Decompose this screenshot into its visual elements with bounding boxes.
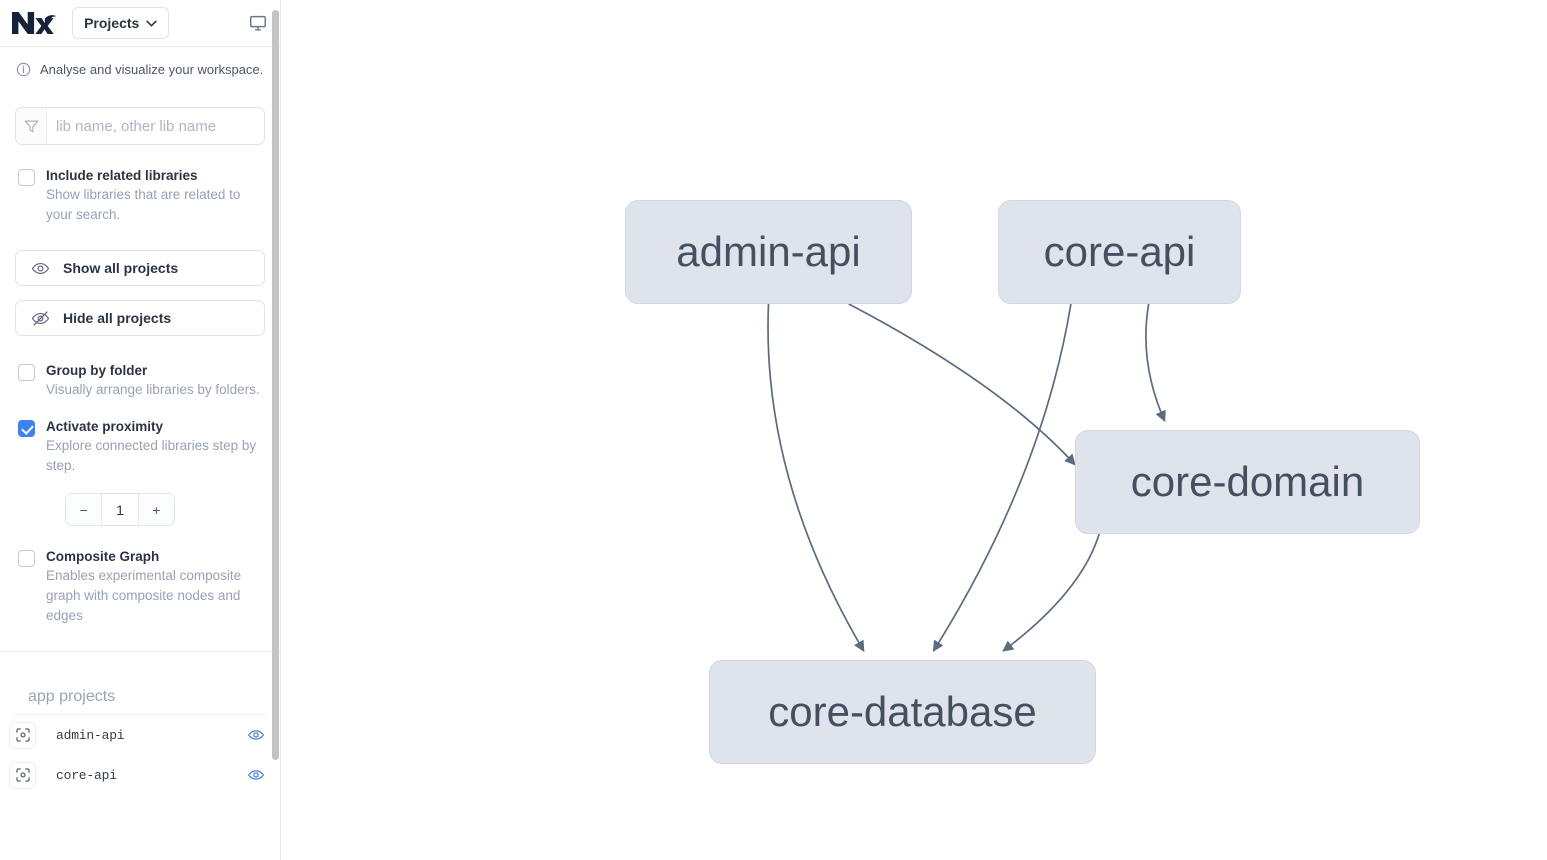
graph-node-label: core-api — [1043, 228, 1196, 275]
project-list-item-core-api[interactable]: core-api — [0, 755, 280, 795]
show-all-projects-label: Show all projects — [63, 260, 179, 276]
option-description: Explore connected libraries step by step… — [46, 438, 257, 473]
option-title: Include related libraries — [46, 168, 198, 183]
monitor-icon — [249, 15, 266, 31]
sidebar-scroll-body: Analyse and visualize your workspace. — [0, 47, 280, 860]
monitor-icon-button[interactable] — [247, 12, 268, 34]
analyse-hint-text: Analyse and visualize your workspace. — [40, 62, 264, 77]
eye-icon — [247, 730, 265, 740]
nx-logo — [12, 12, 57, 34]
checkbox-include-related-libraries[interactable] — [18, 169, 35, 186]
dependency-graph-canvas[interactable]: admin-api core-api core-domain core-databas… — [281, 0, 1547, 860]
project-visibility-toggle[interactable] — [246, 725, 266, 745]
option-include-related-libraries[interactable]: Include related libraries Show libraries… — [15, 167, 265, 225]
proximity-stepper: − 1 + — [65, 493, 175, 526]
proximity-decrement-button[interactable]: − — [66, 494, 102, 525]
sidebar-divider — [0, 651, 280, 652]
info-icon — [16, 62, 31, 77]
option-description: Enables experimental composite graph wit… — [46, 568, 242, 623]
sidebar-scrollbar[interactable] — [272, 10, 279, 760]
eye-icon — [31, 262, 50, 274]
graph-node-label: admin-api — [676, 228, 861, 275]
app-projects-heading: app projects — [14, 652, 266, 715]
show-all-projects-button[interactable]: Show all projects — [15, 250, 265, 286]
checkbox-group-by-folder[interactable] — [18, 364, 35, 381]
project-name: core-api — [56, 767, 117, 783]
focus-target-icon-box[interactable] — [9, 721, 36, 749]
hide-all-projects-button[interactable]: Hide all projects — [15, 300, 265, 336]
options-block: Include related libraries Show libraries… — [0, 167, 280, 626]
sidebar-header: Projects — [0, 0, 280, 47]
sidebar: Projects Analyse and vi — [0, 0, 281, 860]
option-title: Activate proximity — [46, 419, 164, 434]
option-title: Group by folder — [46, 363, 148, 378]
analyse-hint: Analyse and visualize your workspace. — [0, 47, 280, 77]
option-description: Visually arrange libraries by folders. — [46, 382, 260, 397]
graph-edge-admin-api-to-core-domain[interactable] — [848, 303, 1076, 466]
search-input[interactable] — [47, 108, 264, 144]
eye-off-icon — [31, 310, 50, 326]
project-name: admin-api — [56, 727, 125, 743]
eye-icon — [247, 770, 265, 780]
graph-node-core-domain[interactable]: core-domain — [1075, 430, 1420, 534]
graph-edge-core-api-to-core-database[interactable] — [932, 303, 1072, 652]
proximity-value[interactable]: 1 — [101, 494, 139, 525]
search-field-wrapper — [15, 107, 265, 145]
focus-target-icon-box[interactable] — [9, 761, 36, 789]
checkbox-composite-graph[interactable] — [18, 550, 35, 567]
focus-target-icon — [15, 768, 30, 782]
graph-node-label: core-database — [768, 688, 1037, 735]
projects-dropdown[interactable]: Projects — [72, 7, 170, 39]
option-title: Composite Graph — [46, 549, 160, 564]
graph-edges-layer — [767, 303, 1166, 652]
option-activate-proximity[interactable]: Activate proximity Explore connected lib… — [15, 418, 265, 476]
graph-node-core-api[interactable]: core-api — [998, 200, 1241, 304]
graph-edge-core-api-to-core-domain[interactable] — [1145, 303, 1166, 423]
visibility-buttons: Show all projects Hide all projects — [15, 250, 265, 336]
projects-dropdown-label: Projects — [84, 15, 140, 31]
checkbox-activate-proximity[interactable] — [18, 420, 35, 437]
chevron-down-icon — [146, 20, 157, 26]
hide-all-projects-label: Hide all projects — [63, 310, 172, 326]
focus-target-icon — [15, 728, 30, 742]
filter-icon-box — [16, 108, 47, 144]
graph-edge-admin-api-to-core-database[interactable] — [767, 303, 865, 652]
graph-node-core-database[interactable]: core-database — [709, 660, 1096, 764]
graph-node-admin-api[interactable]: admin-api — [625, 200, 912, 304]
option-description: Show libraries that are related to your … — [46, 187, 241, 222]
filter-icon — [24, 120, 38, 132]
proximity-increment-button[interactable]: + — [138, 494, 174, 525]
graph-node-label: core-domain — [1130, 458, 1365, 505]
graph-edge-core-domain-to-core-database[interactable] — [1002, 533, 1100, 652]
project-visibility-toggle[interactable] — [246, 765, 266, 785]
project-list-item-admin-api[interactable]: admin-api — [0, 715, 280, 755]
option-composite-graph[interactable]: Composite Graph Enables experimental com… — [15, 548, 265, 626]
option-group-by-folder[interactable]: Group by folder Visually arrange librari… — [15, 362, 265, 400]
